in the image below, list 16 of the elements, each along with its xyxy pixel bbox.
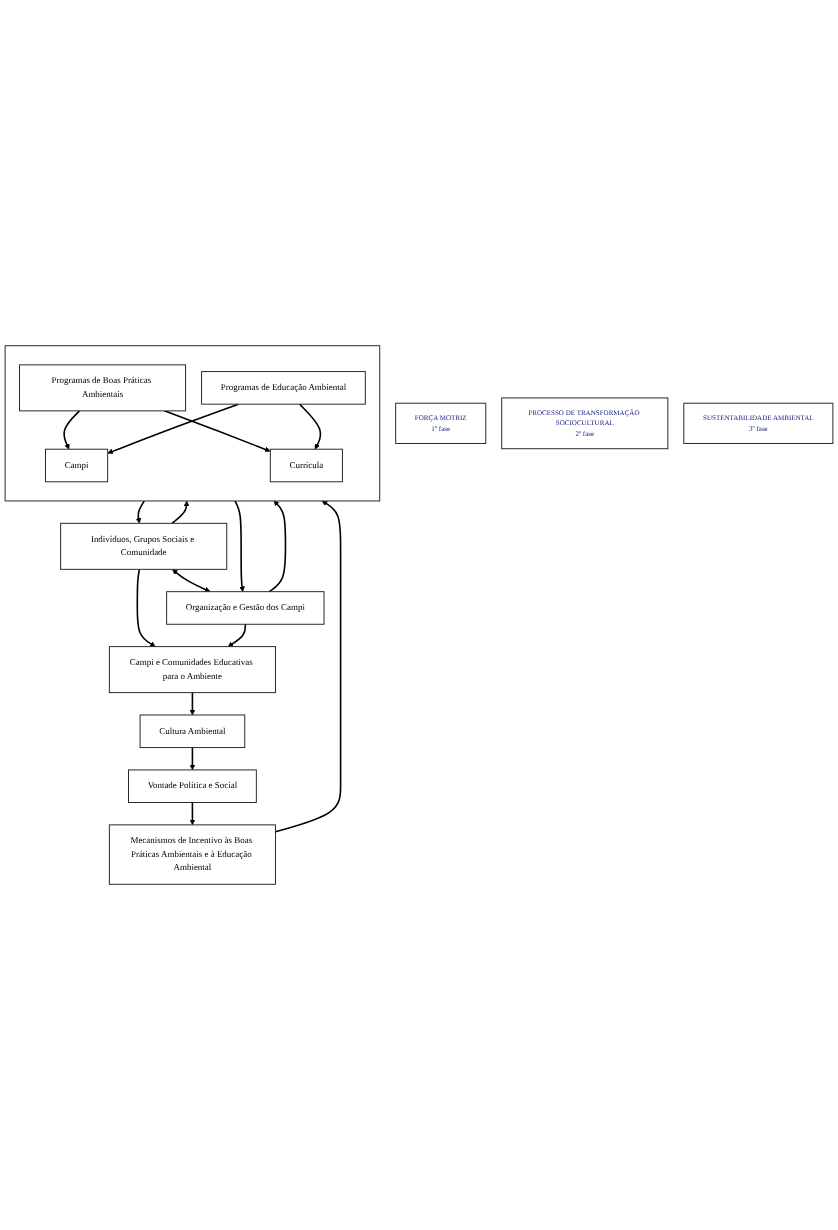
arrow (135, 500, 146, 524)
arrow (163, 410, 271, 453)
arrow (107, 403, 240, 455)
arrow (227, 623, 247, 647)
arrow (298, 403, 322, 450)
arrow (171, 500, 190, 525)
arrow (189, 691, 196, 716)
arrow (274, 500, 342, 833)
arrow (189, 801, 196, 826)
arrow (63, 410, 81, 450)
arrow (136, 568, 156, 647)
cluster (4, 345, 381, 502)
arrow (234, 500, 245, 592)
arrow (268, 500, 287, 593)
arrow (189, 746, 196, 771)
arrow (172, 569, 211, 593)
